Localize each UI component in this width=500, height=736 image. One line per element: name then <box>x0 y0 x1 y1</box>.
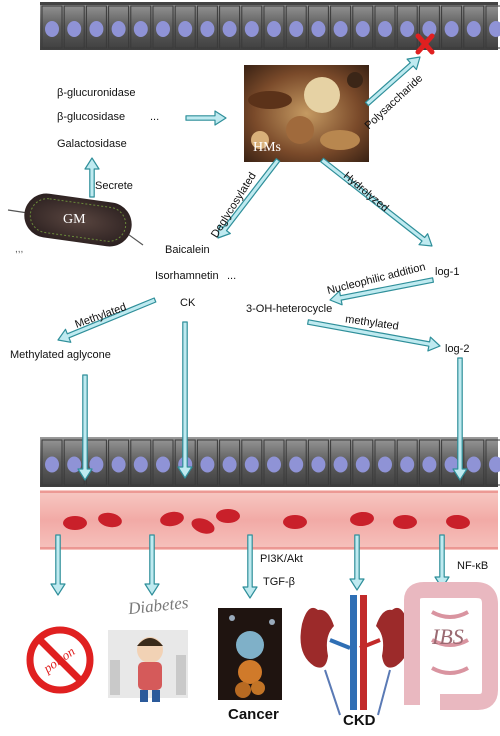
cell-nucleus <box>89 21 103 37</box>
cell-nucleus <box>400 21 414 37</box>
enzyme-beta-glucosidase: β-glucosidase <box>57 111 125 124</box>
compound-ck: CK <box>180 297 195 310</box>
cell-nucleus <box>245 21 259 37</box>
cell-nucleus <box>400 457 414 473</box>
cell-nucleus <box>267 21 281 37</box>
cell-nucleus <box>356 457 370 473</box>
pathway-tgf-beta: TGF-β <box>263 576 295 589</box>
cell-nucleus <box>245 457 259 473</box>
top-epithelium <box>40 2 500 50</box>
gm-label: GM <box>63 212 86 227</box>
cell-nucleus <box>311 457 325 473</box>
cell-nucleus <box>422 457 436 473</box>
secrete-label: Secrete <box>95 180 133 193</box>
hms-label: HMs <box>253 140 281 155</box>
cell-nucleus <box>267 457 281 473</box>
cancer-cell-icon <box>218 608 282 700</box>
compound-isorhamnetin: Isorhamnetin <box>155 270 219 283</box>
compound-log2: log-2 <box>445 343 469 356</box>
cell-nucleus <box>378 21 392 37</box>
cell-nucleus <box>356 21 370 37</box>
cell-nucleus <box>378 457 392 473</box>
cell-nucleus <box>289 457 303 473</box>
cell-nucleus <box>422 21 436 37</box>
cell-nucleus <box>112 21 126 37</box>
cell-nucleus <box>134 457 148 473</box>
pathway-nf-kb: NF-κB <box>457 560 488 573</box>
compound-3-oh-heterocycle: 3-OH-heterocycle <box>246 303 332 316</box>
compound-ellipsis: ... <box>227 270 236 283</box>
cell-nucleus <box>445 21 459 37</box>
cell-nucleus <box>45 21 59 37</box>
bottom-epithelium <box>40 437 500 487</box>
cell-nucleus <box>112 457 126 473</box>
cell-nucleus <box>223 21 237 37</box>
cancer-label: Cancer <box>228 706 279 723</box>
kidney-icon <box>301 595 410 715</box>
cell-nucleus <box>467 21 481 37</box>
cell-nucleus <box>156 457 170 473</box>
cell-nucleus <box>223 457 237 473</box>
enzyme-ellipsis: ... <box>150 111 159 124</box>
cell-nucleus <box>45 457 59 473</box>
cell-nucleus <box>67 21 81 37</box>
red-blood-cell <box>283 515 307 529</box>
cell-nucleus <box>156 21 170 37</box>
cell-nucleus <box>178 21 192 37</box>
ibs-label: IBS <box>432 624 464 650</box>
red-blood-cell <box>63 516 87 530</box>
red-blood-cell <box>216 509 240 523</box>
mark: ,,, <box>15 244 23 255</box>
enzymes-to-herbs-arrow <box>186 111 226 125</box>
cell-nucleus <box>334 21 348 37</box>
ckd-label: CKD <box>343 712 376 729</box>
cell-nucleus <box>334 457 348 473</box>
cell-nucleus <box>467 457 481 473</box>
compound-log1: log-1 <box>435 266 459 279</box>
red-blood-cell <box>393 515 417 529</box>
enzyme-beta-glucuronidase: β-glucuronidase <box>57 87 135 100</box>
cell-nucleus <box>200 457 214 473</box>
cell-nucleus <box>134 21 148 37</box>
cell-nucleus <box>311 21 325 37</box>
pathway-pi3k-akt: PI3K/Akt <box>260 553 303 566</box>
diabetes-icon <box>108 630 188 702</box>
blood-vessel <box>40 490 498 550</box>
compound-baicalein: Baicalein <box>165 244 210 257</box>
cell-nucleus <box>200 21 214 37</box>
cell-nucleus <box>289 21 303 37</box>
compound-methylated-aglycone: Methylated aglycone <box>10 349 111 362</box>
enzyme-galactosidase: Galactosidase <box>57 138 127 151</box>
